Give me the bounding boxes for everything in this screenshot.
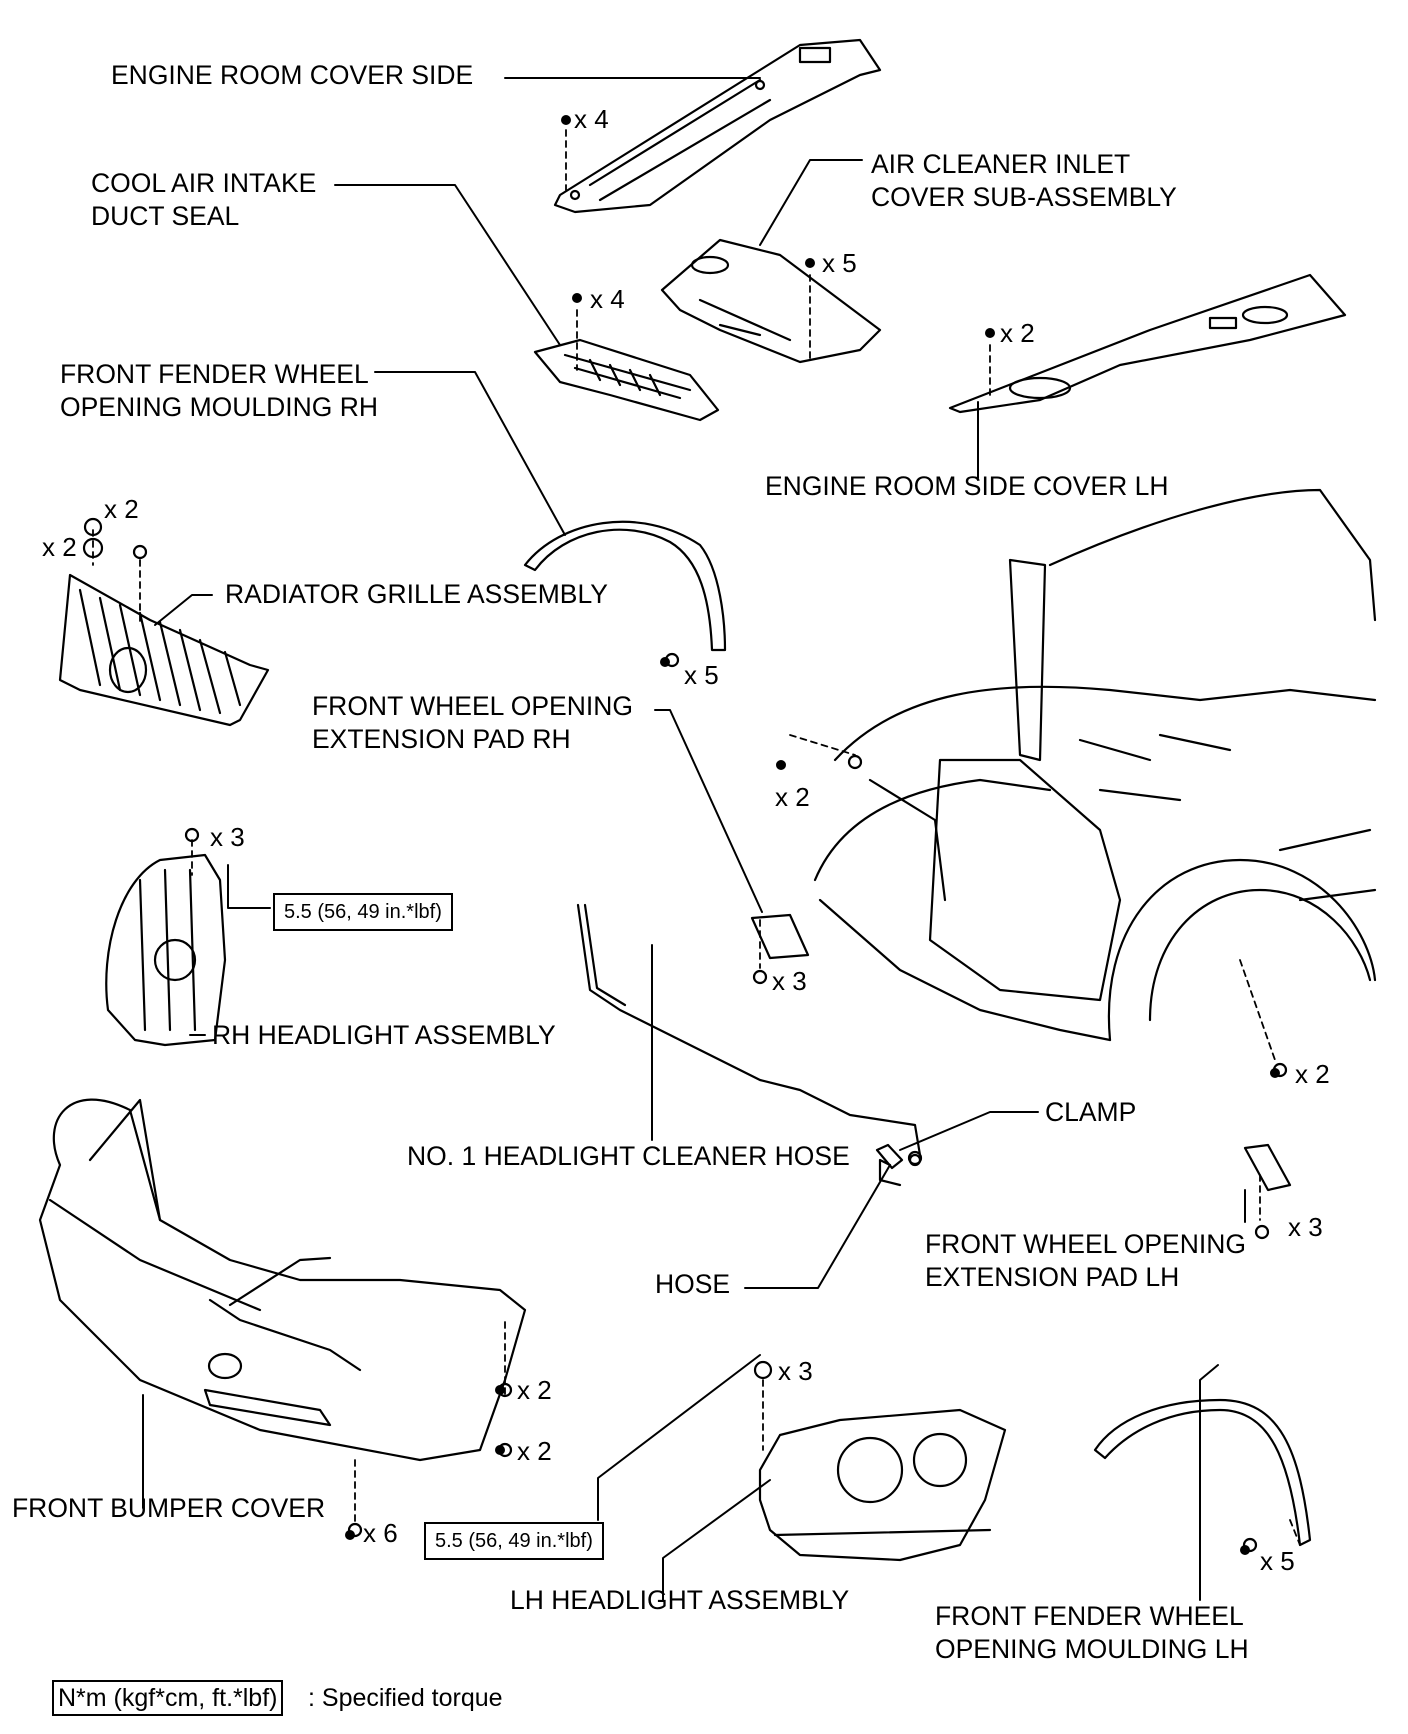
engine-room-cover-side-part [553, 38, 882, 214]
qty-engine-side-cover-lh: x 2 [1000, 318, 1035, 348]
legend-torque-unit-box: N*m (kgf*cm, ft.*lbf) [52, 1680, 284, 1716]
label-ext-pad-rh-line1: FRONT WHEEL OPENING [312, 691, 633, 721]
label-air-cleaner-line1: AIR CLEANER INLET [871, 149, 1131, 179]
label-headlight-cleaner-hose: NO. 1 HEADLIGHT CLEANER HOSE [407, 1141, 850, 1171]
fender-moulding-lh-part [1093, 1398, 1312, 1553]
radiator-grille-part [58, 517, 270, 727]
label-ext-pad-lh-line1: FRONT WHEEL OPENING [925, 1229, 1246, 1259]
headlight-cleaner-hose-part [576, 903, 922, 1187]
label-air-cleaner-line2: COVER SUB-ASSEMBLY [871, 182, 1177, 212]
label-ext-pad-rh-line2: EXTENSION PAD RH [312, 724, 571, 754]
qty-ext-pad-rh: x 3 [772, 966, 807, 996]
legend-specified-torque: : Specified torque [308, 1684, 503, 1712]
qty-rh-headlight-bolt: x 3 [210, 822, 245, 852]
qty-fender-rh: x 5 [684, 660, 719, 690]
bolt-icons [345, 115, 1280, 1555]
qty-fender-lh: x 5 [1260, 1546, 1295, 1576]
label-lh-headlight: LH HEADLIGHT ASSEMBLY [510, 1585, 850, 1615]
label-radiator-grille: RADIATOR GRILLE ASSEMBLY [225, 579, 608, 609]
label-ext-pad-lh-line2: EXTENSION PAD LH [925, 1262, 1180, 1292]
qty-ext-pad-lh: x 3 [1288, 1212, 1323, 1242]
car-body-part [813, 488, 1377, 1078]
extension-pad-rh-part [750, 913, 810, 985]
label-fender-rh-line1: FRONT FENDER WHEEL [60, 359, 369, 389]
label-cool-air-intake-line1: COOL AIR INTAKE [91, 168, 317, 198]
leader-lines [142, 77, 1246, 1601]
extension-pad-lh-part [1243, 1143, 1292, 1240]
label-engine-room-side-cover-lh: ENGINE ROOM SIDE COVER LH [765, 471, 1169, 501]
qty-lh-headlight-bolt: x 3 [778, 1356, 813, 1386]
qty-body-clip-wheel: x 2 [1295, 1059, 1330, 1089]
qty-body-clip-left: x 2 [775, 782, 810, 812]
label-fender-rh-line2: OPENING MOULDING RH [60, 392, 379, 422]
engine-room-side-cover-lh-part [948, 273, 1347, 414]
qty-bumper-clip-1: x 2 [517, 1375, 552, 1405]
label-clamp: CLAMP [1045, 1097, 1137, 1127]
qty-grille-clip-left: x 2 [42, 532, 77, 562]
air-cleaner-inlet-cover-part [660, 238, 882, 364]
lh-headlight-part [753, 1360, 1007, 1562]
qty-bumper-bottom: x 6 [363, 1518, 398, 1548]
qty-grille-clip-top: x 2 [104, 494, 139, 524]
clamp-hose-part [875, 1143, 923, 1170]
qty-cool-air-intake: x 4 [590, 284, 625, 314]
label-cool-air-intake-line2: DUCT SEAL [91, 201, 240, 231]
qty-engine-cover-side: x 4 [574, 104, 609, 134]
torque-box-rh-headlight: 5.5 (56, 49 in.*lbf) [273, 893, 453, 931]
torque-box-lh-headlight: 5.5 (56, 49 in.*lbf) [424, 1522, 604, 1560]
label-front-bumper-cover: FRONT BUMPER COVER [12, 1493, 326, 1523]
cool-air-intake-duct-seal-part [533, 338, 720, 422]
qty-bumper-clip-2: x 2 [517, 1436, 552, 1466]
fastener-lines [92, 129, 1301, 1546]
qty-air-cleaner: x 5 [822, 248, 857, 278]
label-fender-lh-line2: OPENING MOULDING LH [935, 1634, 1249, 1664]
label-engine-room-cover-side: ENGINE ROOM COVER SIDE [111, 60, 474, 90]
rh-headlight-part [105, 827, 227, 1047]
label-rh-headlight: RH HEADLIGHT ASSEMBLY [212, 1020, 556, 1050]
label-fender-lh-line1: FRONT FENDER WHEEL [935, 1601, 1244, 1631]
label-hose: HOSE [655, 1269, 731, 1299]
front-bumper-cover-part [38, 1098, 527, 1538]
